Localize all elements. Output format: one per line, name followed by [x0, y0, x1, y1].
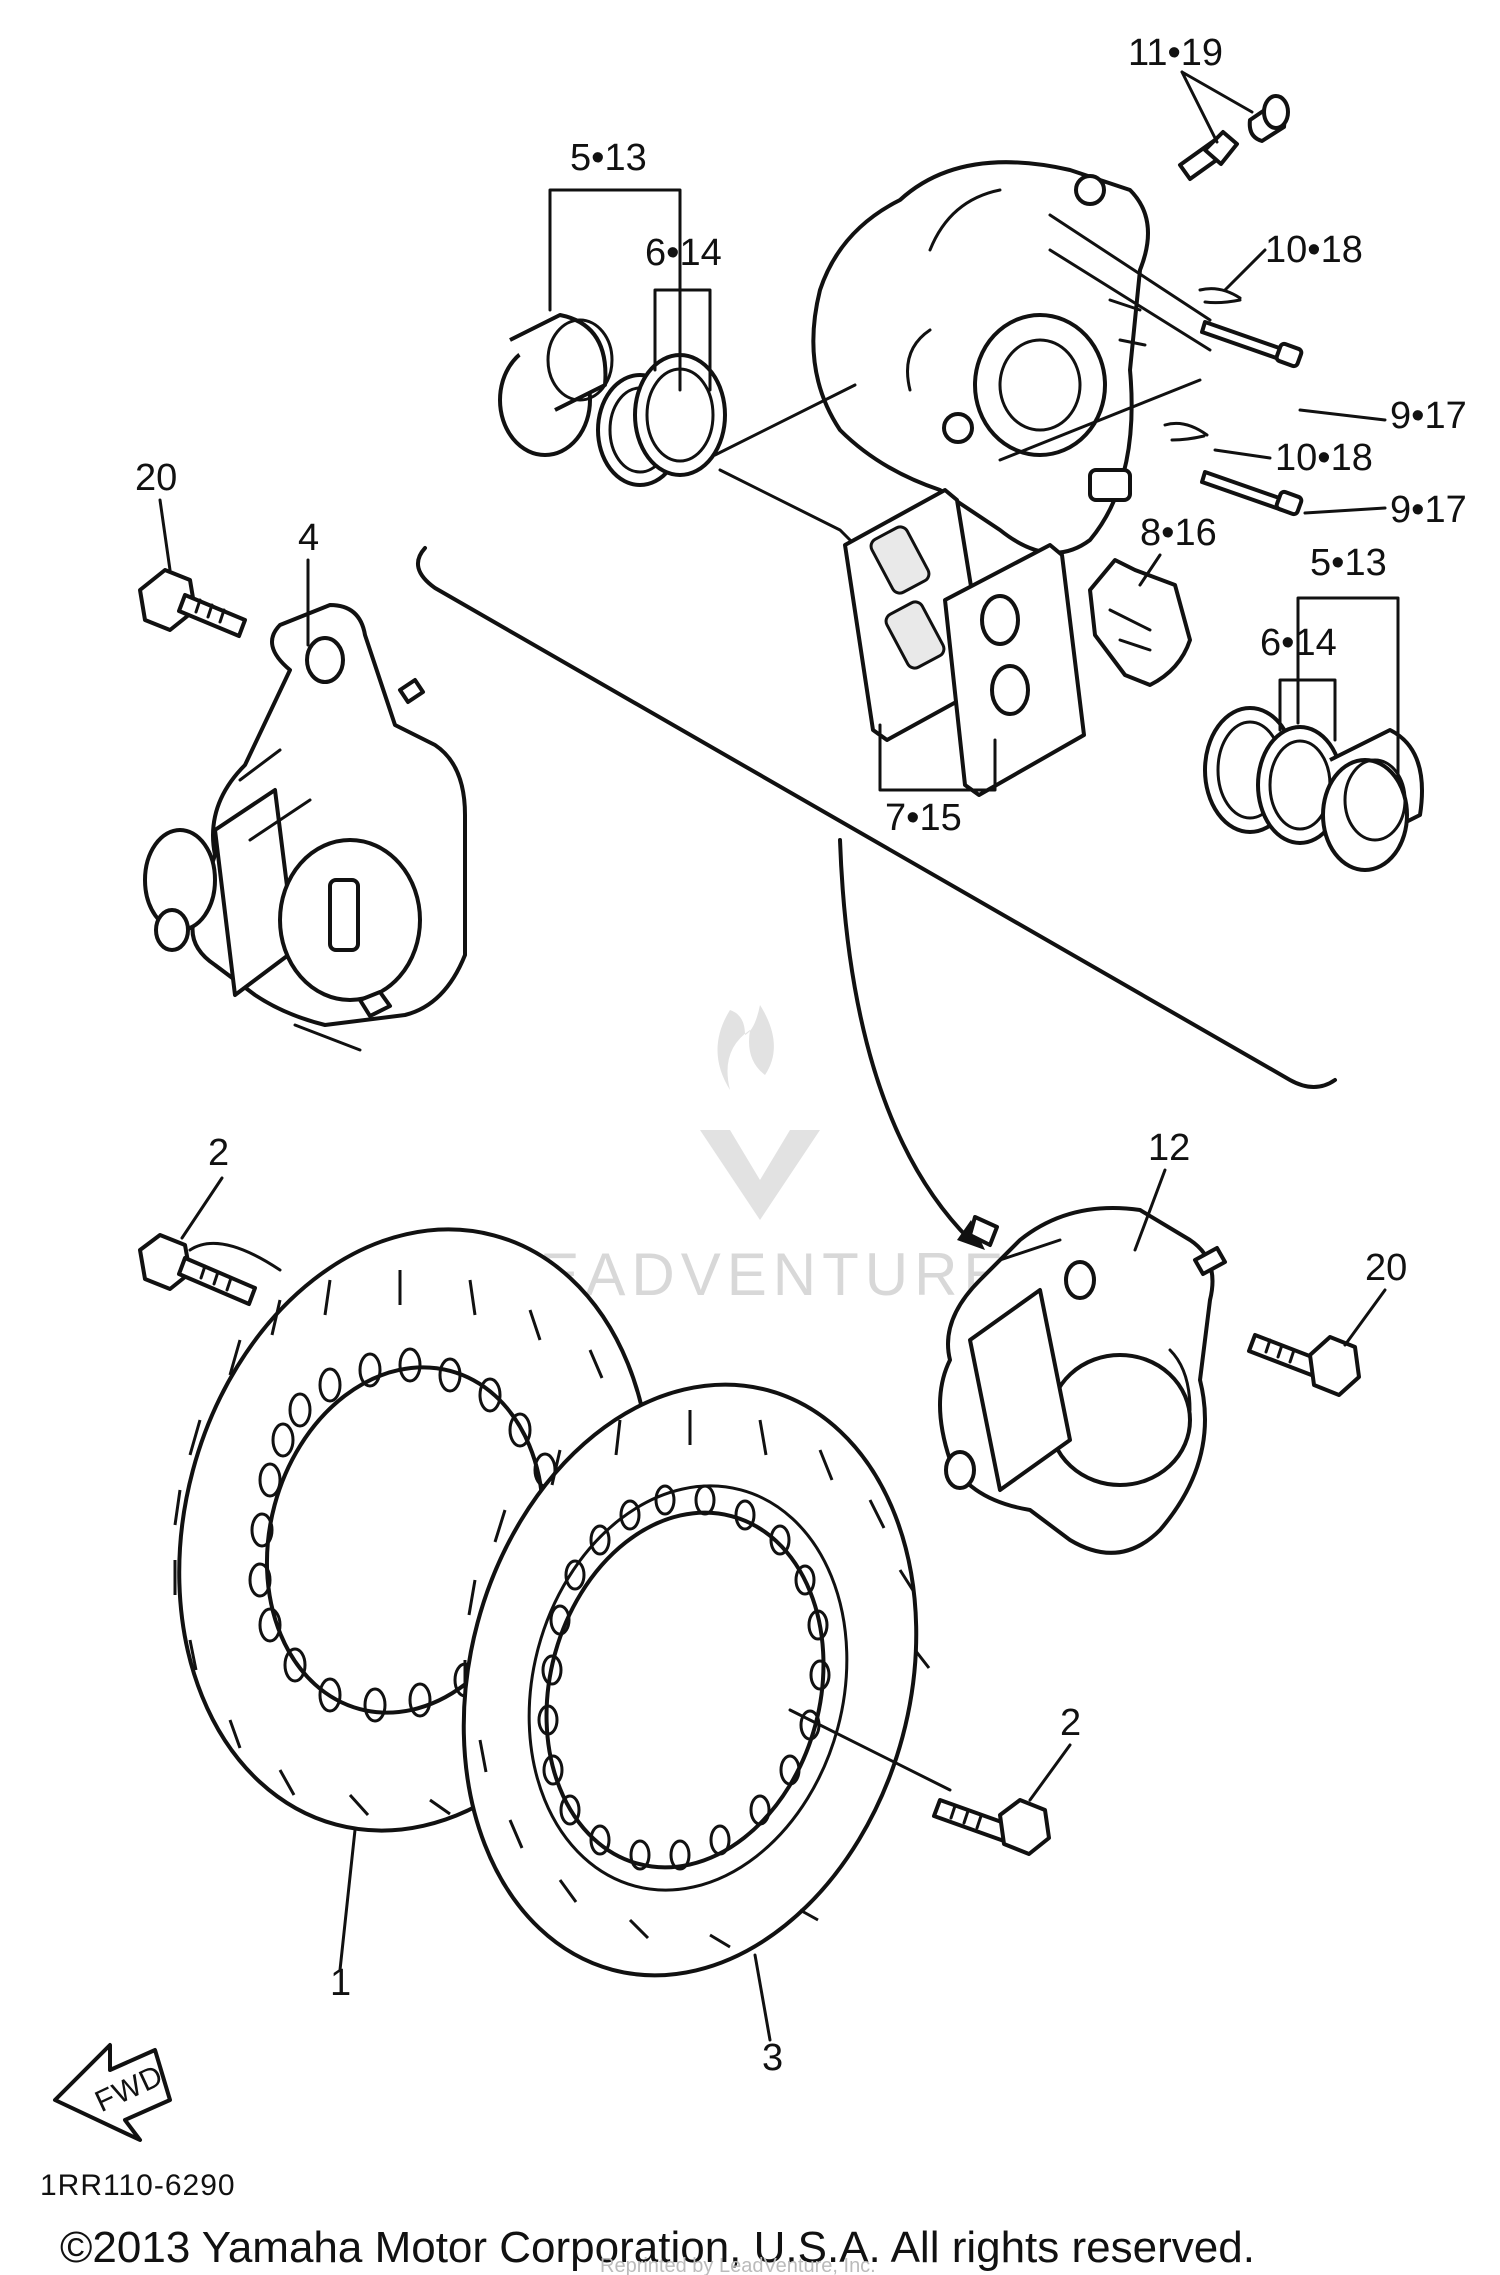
- svg-text:1: 1: [330, 1962, 351, 2004]
- piston-and-seals-right: [1203, 706, 1424, 872]
- callout-6-14-right: 6•14: [1260, 622, 1337, 742]
- brake-disc-3: [461, 1382, 952, 1978]
- svg-text:10•18: 10•18: [1265, 229, 1363, 271]
- callout-5-13-right: 5•13: [1296, 542, 1400, 780]
- forward-arrow-icon: FWD: [53, 2043, 172, 2142]
- callout-9-17-lower: 9•17: [1303, 489, 1467, 531]
- callout-20-right: 20: [1343, 1247, 1407, 1347]
- callout-6-14-upper: 6•14: [645, 232, 722, 392]
- svg-text:2: 2: [208, 1132, 229, 1174]
- svg-text:7•15: 7•15: [885, 797, 962, 839]
- svg-text:5•13: 5•13: [570, 137, 647, 179]
- svg-text:20: 20: [135, 457, 177, 499]
- bolt-20-right: [1247, 1333, 1361, 1397]
- watermark: LEADVENTURE: [500, 1005, 1003, 1308]
- pad-pins-and-clips: [998, 213, 1304, 517]
- watermark-subtext: Reprinted by LeadVenture, Inc.: [600, 2255, 876, 2275]
- svg-text:6•14: 6•14: [645, 232, 722, 274]
- caliper-assembly-left: [143, 603, 467, 1027]
- callout-5-13-upper: 5•13: [548, 137, 682, 392]
- callout-11-19: 11•19: [1128, 32, 1254, 144]
- callout-10-18-upper: 10•18: [1223, 229, 1363, 292]
- callout-8-16: 8•16: [1138, 512, 1217, 587]
- svg-text:6•14: 6•14: [1260, 622, 1337, 664]
- callout-10-18-lower: 10•18: [1213, 437, 1373, 479]
- bolt-2-lower: [932, 1798, 1051, 1856]
- svg-text:9•17: 9•17: [1390, 489, 1467, 531]
- svg-text:11•19: 11•19: [1128, 32, 1223, 74]
- callout-7-15: 7•15: [885, 797, 962, 839]
- caliper-body-exploded: [811, 160, 1150, 555]
- callout-2-upper: 2: [180, 1132, 229, 1240]
- pad-spring: [1088, 558, 1192, 687]
- callout-4: 4: [298, 517, 319, 647]
- svg-text:12: 12: [1148, 1127, 1190, 1169]
- copyright-notice: ©2013 Yamaha Motor Corporation, U.S.A. A…: [60, 2223, 1255, 2272]
- bolt-20-left: [138, 568, 247, 638]
- callout-20-left: 20: [135, 457, 177, 572]
- svg-text:4: 4: [298, 517, 319, 559]
- diagram-code: 1RR110-6290: [40, 2169, 236, 2202]
- callout-9-17-upper: 9•17: [1298, 395, 1467, 437]
- svg-text:2: 2: [1060, 1702, 1081, 1744]
- piston-and-seals-upper: [498, 313, 857, 547]
- callout-3: 3: [753, 1953, 783, 2079]
- callout-1: 1: [330, 1828, 357, 2004]
- svg-text:9•17: 9•17: [1390, 395, 1467, 437]
- svg-text:10•18: 10•18: [1275, 437, 1373, 479]
- brake-pads: [843, 488, 1086, 797]
- svg-text:3: 3: [762, 2037, 783, 2079]
- svg-text:8•16: 8•16: [1140, 512, 1217, 554]
- caliper-assembly-right: [938, 1206, 1227, 1555]
- svg-text:5•13: 5•13: [1310, 542, 1387, 584]
- bleed-screw: [1178, 94, 1290, 181]
- callout-2-lower: 2: [1028, 1702, 1081, 1802]
- callout-12: 12: [1133, 1127, 1190, 1252]
- svg-text:20: 20: [1365, 1247, 1407, 1289]
- bolt-2-upper: [138, 1233, 257, 1306]
